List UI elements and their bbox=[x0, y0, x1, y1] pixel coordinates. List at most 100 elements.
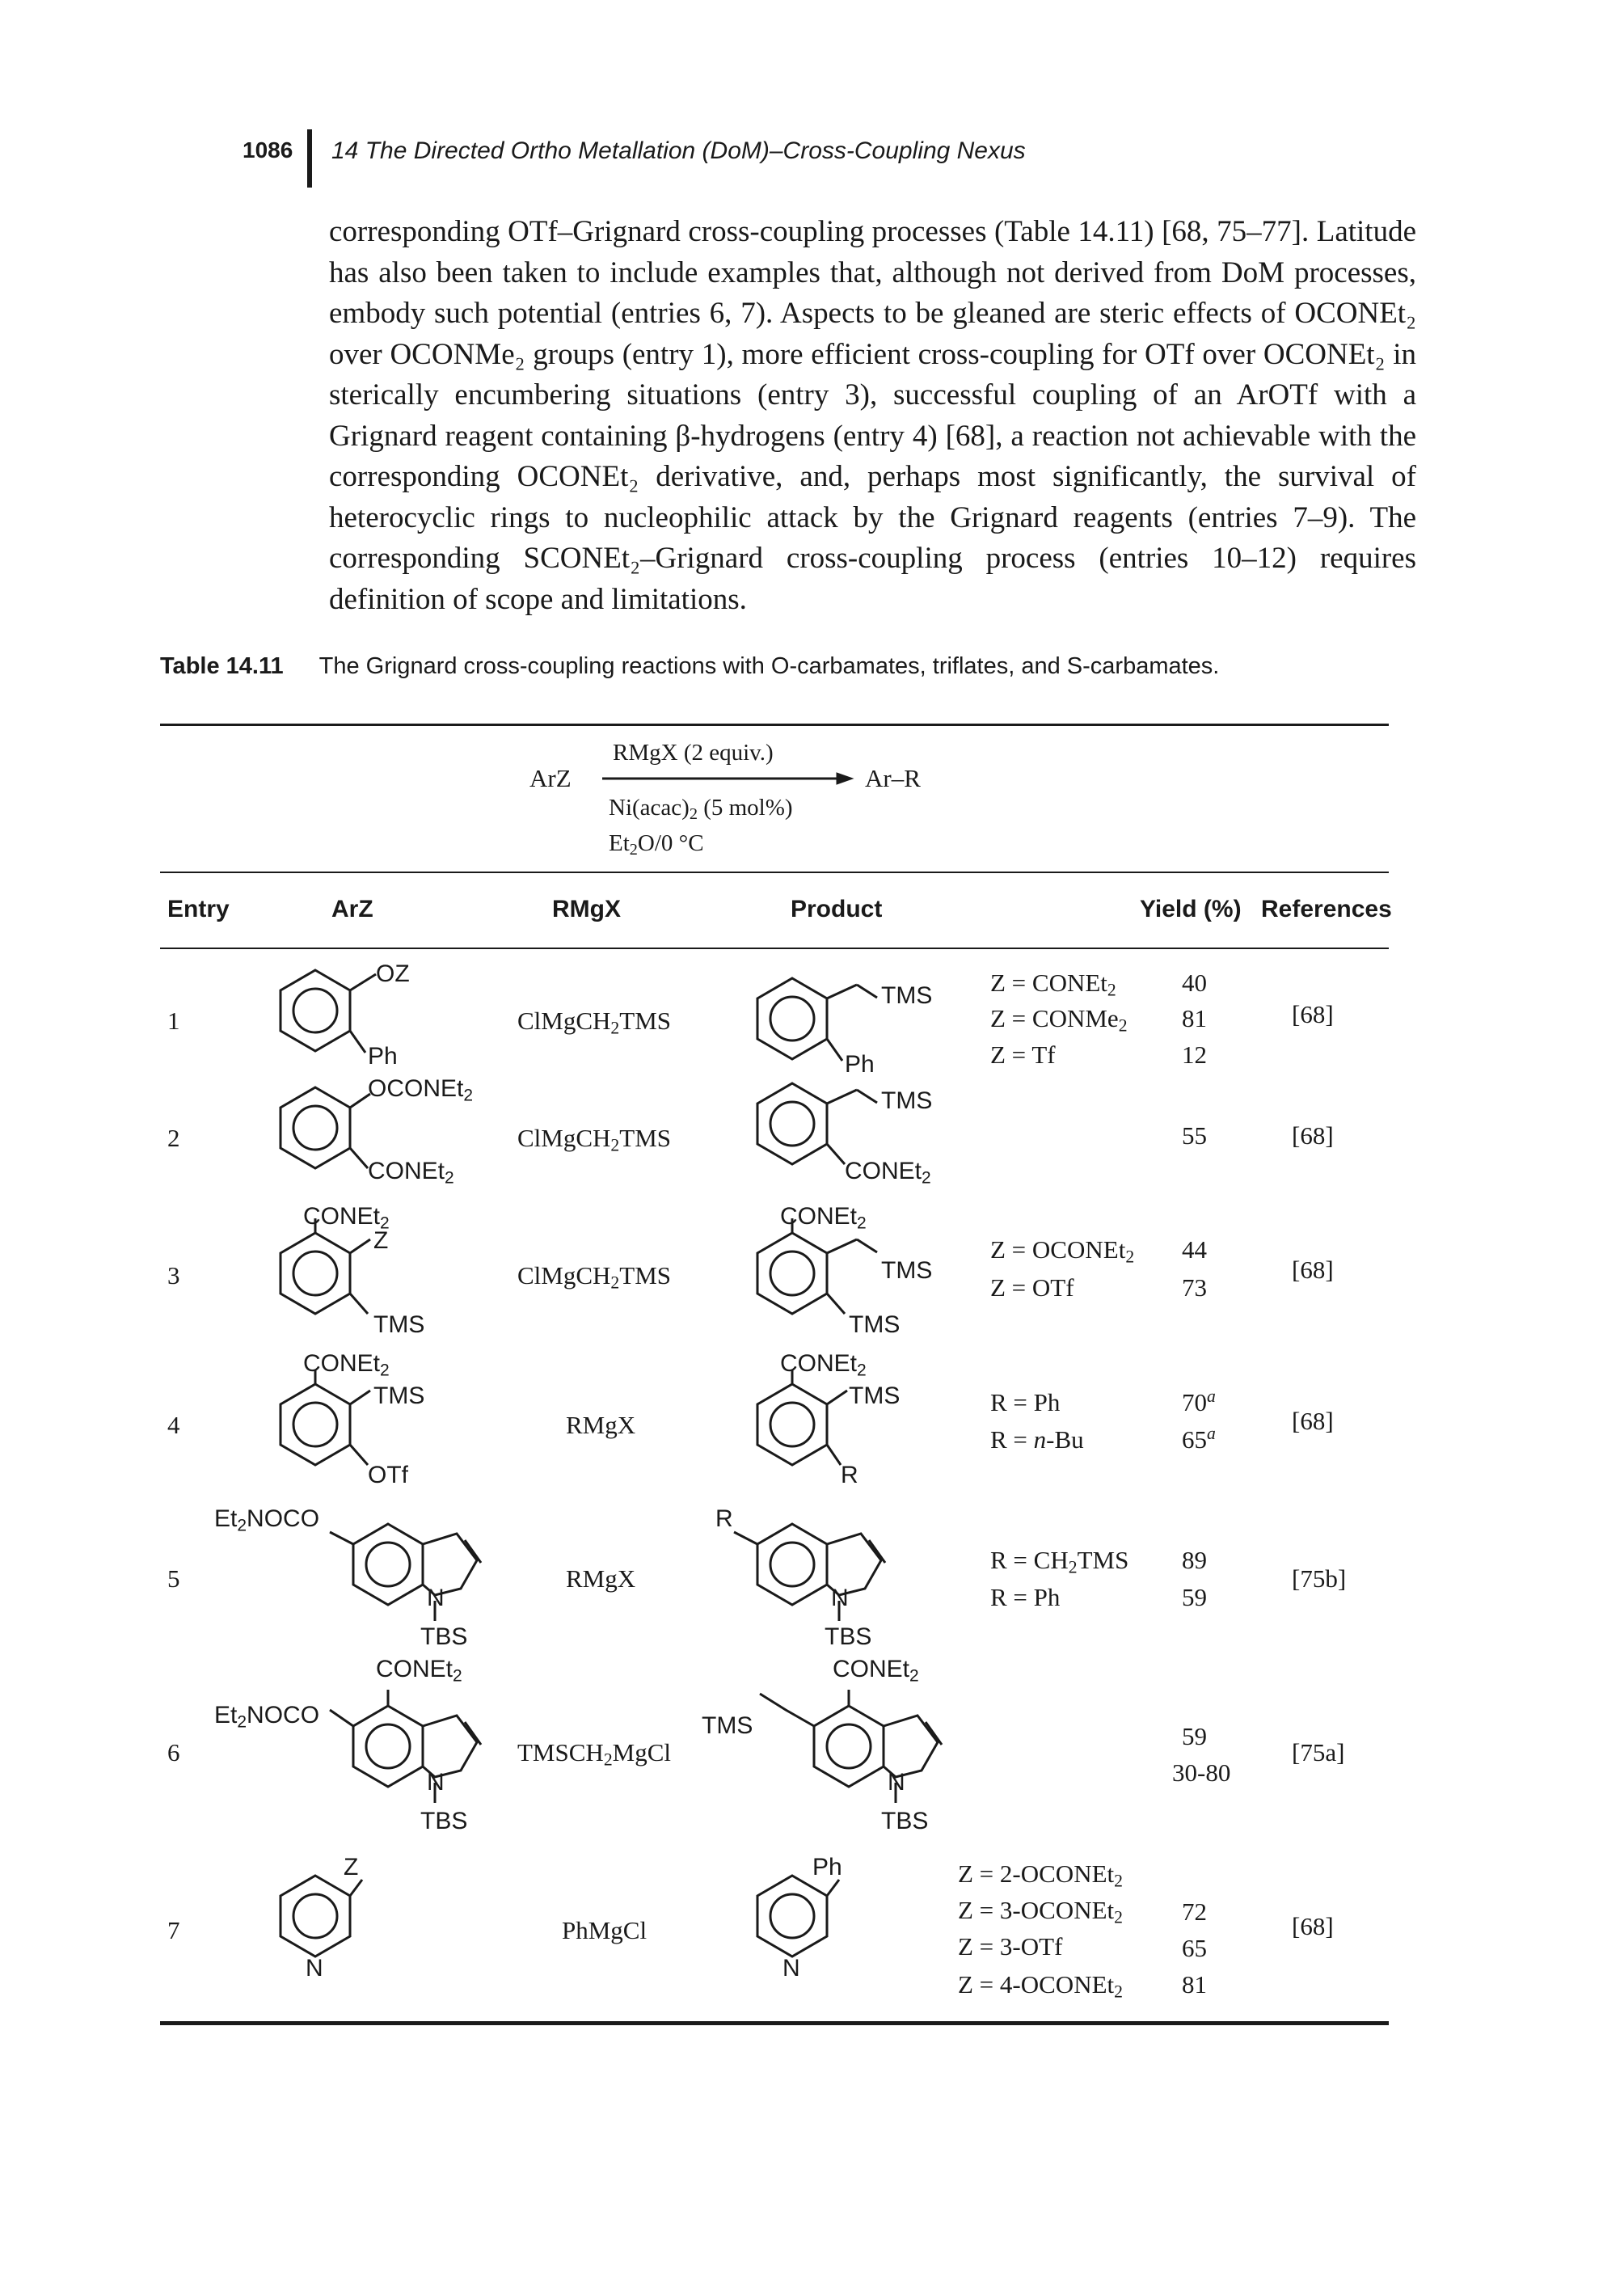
substituent-label: CONEt2 bbox=[368, 1158, 454, 1188]
substituent-label: TMS bbox=[881, 1087, 933, 1114]
arz-structure bbox=[279, 969, 377, 1053]
condition: Z = 3-OTf bbox=[958, 1932, 1063, 1961]
substituent-label: R bbox=[715, 1505, 733, 1532]
col-yield: Yield (%) bbox=[1140, 896, 1242, 922]
condition: Z = OCONEt2 bbox=[990, 1235, 1135, 1267]
condition: Z = 4-OCONEt2 bbox=[958, 1970, 1123, 2002]
header-rule bbox=[160, 948, 1389, 949]
yield: 30-80 bbox=[1172, 1758, 1231, 1787]
arz-structure bbox=[279, 1218, 371, 1315]
arz-structure bbox=[329, 1690, 483, 1803]
yield: 73 bbox=[1182, 1273, 1207, 1302]
table-caption: Table 14.11 The Grignard cross-coupling r… bbox=[160, 653, 1219, 680]
scheme-reactant: ArZ bbox=[529, 764, 572, 792]
arz-structure bbox=[279, 1370, 371, 1467]
entry-number: 6 bbox=[167, 1738, 180, 1766]
reference: [68] bbox=[1292, 1000, 1334, 1028]
condition: Z = OTf bbox=[990, 1273, 1074, 1302]
reference: [68] bbox=[1292, 1407, 1334, 1435]
reference: [68] bbox=[1292, 1256, 1334, 1284]
substituent-label: Ph bbox=[812, 1854, 842, 1880]
entry-number: 3 bbox=[167, 1261, 180, 1290]
condition: R = n-Bu bbox=[990, 1425, 1084, 1454]
yield: 59 bbox=[1182, 1722, 1207, 1750]
arz-structure bbox=[329, 1522, 483, 1621]
col-entry: Entry bbox=[167, 896, 230, 922]
yield: 65 bbox=[1182, 1934, 1207, 1962]
entry-number: 1 bbox=[167, 1007, 180, 1035]
protecting-group-label: TBS bbox=[420, 1808, 468, 1834]
reference: [68] bbox=[1292, 1912, 1334, 1940]
condition: Z = 2-OCONEt2 bbox=[958, 1859, 1123, 1891]
entry-number: 2 bbox=[167, 1124, 180, 1152]
condition: Z = 3-OCONEt2 bbox=[958, 1896, 1123, 1927]
rmgx-reagent: ClMgCH2TMS bbox=[517, 1007, 672, 1038]
entry-number: 7 bbox=[167, 1916, 180, 1944]
substituent-label: CONEt2 bbox=[376, 1656, 462, 1686]
product-structure bbox=[756, 1370, 848, 1467]
condition: R = Ph bbox=[990, 1583, 1061, 1611]
product-structure bbox=[756, 1082, 878, 1166]
substituent-label: Ph bbox=[845, 1051, 875, 1078]
product-structure bbox=[756, 1218, 878, 1315]
substituent-label: TMS bbox=[702, 1712, 753, 1739]
yield: 40 bbox=[1182, 969, 1207, 997]
substituent-label: OZ bbox=[376, 960, 410, 987]
yield: 81 bbox=[1182, 1970, 1207, 1999]
col-references: References bbox=[1261, 896, 1392, 922]
scheme-rule bbox=[160, 872, 1389, 873]
heteroatom-label: N bbox=[888, 1769, 905, 1796]
substituent-label: TMS bbox=[881, 982, 933, 1009]
reference: [75a] bbox=[1292, 1738, 1345, 1766]
reaction-arrow bbox=[602, 772, 854, 785]
substituent-label: CONEt2 bbox=[845, 1158, 931, 1188]
rmgx-reagent: PhMgCl bbox=[562, 1916, 647, 1944]
col-rmgx: RMgX bbox=[552, 896, 621, 922]
heteroatom-label: N bbox=[782, 1955, 800, 1982]
rmgx-reagent: TMSCH2MgCl bbox=[517, 1738, 672, 1770]
arz-structure bbox=[279, 1086, 371, 1170]
substituent-label: TMS bbox=[849, 1311, 901, 1338]
condition: R = Ph bbox=[990, 1388, 1061, 1416]
col-product: Product bbox=[791, 896, 883, 922]
yield: 89 bbox=[1182, 1546, 1207, 1574]
table-caption-text: The Grignard cross-coupling reactions wi… bbox=[318, 653, 1220, 679]
heteroatom-label: N bbox=[427, 1585, 445, 1611]
substituent-label: Et2NOCO bbox=[214, 1505, 320, 1535]
yield: 81 bbox=[1182, 1004, 1207, 1032]
substituent-label: Et2NOCO bbox=[214, 1702, 320, 1732]
condition: Z = CONEt2 bbox=[990, 969, 1116, 1000]
substituent-label: TMS bbox=[881, 1257, 933, 1284]
substituent-label: TMS bbox=[373, 1311, 425, 1338]
entry-number: 4 bbox=[167, 1411, 180, 1439]
condition: Z = CONMe2 bbox=[990, 1004, 1128, 1036]
condition: R = CH2TMS bbox=[990, 1546, 1129, 1577]
yield: 12 bbox=[1182, 1040, 1207, 1069]
rmgx-reagent: RMgX bbox=[566, 1564, 636, 1593]
substituent-label: R bbox=[841, 1462, 858, 1488]
arz-structure bbox=[279, 1874, 364, 1958]
table-top-rule bbox=[160, 724, 1389, 726]
table-label: Table 14.11 bbox=[160, 653, 284, 679]
substituent-label: TMS bbox=[373, 1382, 425, 1409]
product-structure bbox=[756, 1874, 841, 1958]
yield: 65a bbox=[1182, 1424, 1216, 1454]
reference: [75b] bbox=[1292, 1564, 1347, 1593]
substituent-label: CONEt2 bbox=[303, 1350, 390, 1380]
running-head: 14 The Directed Ortho Metallation (DoM)–… bbox=[331, 137, 1026, 164]
protecting-group-label: TBS bbox=[420, 1623, 468, 1650]
product-structure bbox=[733, 1522, 887, 1621]
substituent-label: OTf bbox=[368, 1462, 408, 1488]
rmgx-reagent: ClMgCH2TMS bbox=[517, 1124, 672, 1155]
page-number: 1086 bbox=[243, 137, 293, 163]
yield: 72 bbox=[1182, 1897, 1207, 1926]
table-bottom-rule bbox=[160, 2021, 1389, 2025]
reference: [68] bbox=[1292, 1121, 1334, 1150]
yield: 44 bbox=[1182, 1235, 1207, 1264]
scheme-catalyst: Ni(acac)2 (5 mol%) bbox=[609, 795, 793, 824]
substituent-label: Z bbox=[344, 1854, 359, 1880]
body-text: corresponding OTf–Grignard cross-couplin… bbox=[329, 212, 1416, 620]
body-paragraph: corresponding OTf–Grignard cross-couplin… bbox=[329, 215, 1416, 616]
scheme-solvent: Et2O/0 °C bbox=[609, 830, 704, 859]
substituent-label: TMS bbox=[849, 1382, 901, 1409]
